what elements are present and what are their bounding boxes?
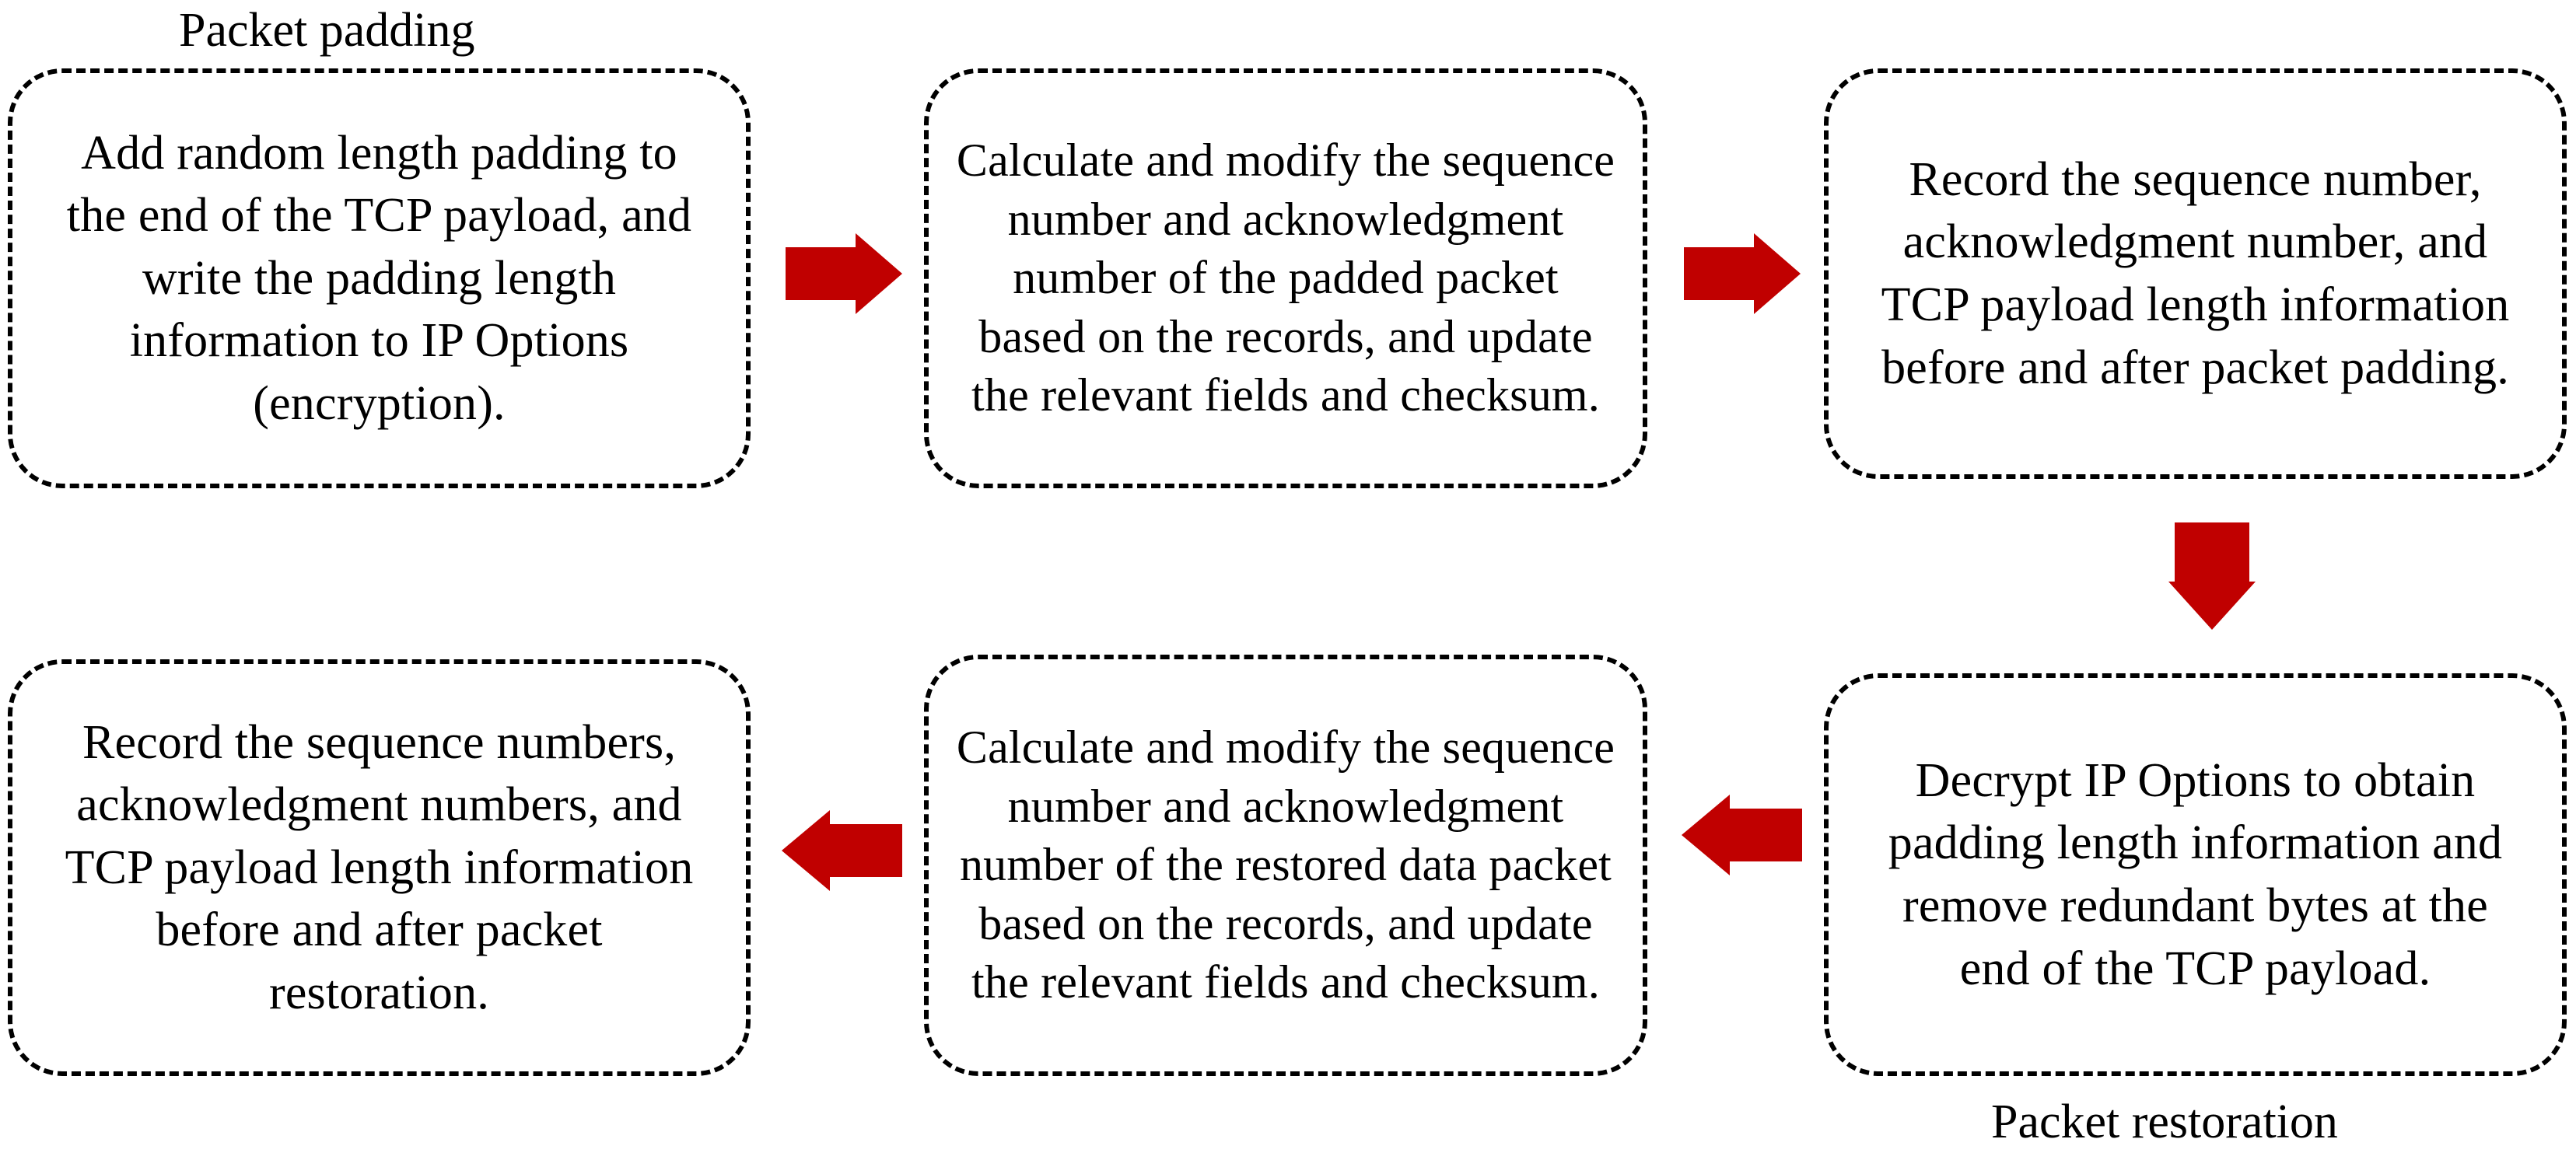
process-node-text: Add random length padding to the end of … — [66, 126, 692, 430]
arrow-right-icon — [786, 233, 902, 314]
arrow-head — [782, 810, 830, 891]
arrow-head — [1682, 795, 1730, 875]
process-node-modify-padded-packet[interactable]: Calculate and modify the sequence number… — [924, 68, 1647, 488]
arrow-head — [856, 233, 902, 314]
process-node-modify-restored-packet[interactable]: Calculate and modify the sequence number… — [924, 655, 1647, 1076]
arrow-head — [1754, 233, 1801, 314]
arrow-shaft — [1730, 809, 1802, 861]
process-node-add-padding[interactable]: Add random length padding to the end of … — [8, 68, 751, 488]
section-caption-packet-restoration: Packet restoration — [1991, 1095, 2338, 1148]
arrow-shaft — [2175, 522, 2249, 582]
process-node-text: Calculate and modify the sequence number… — [956, 722, 1615, 1008]
process-node-text: Record the sequence numbers, acknowledgm… — [65, 715, 694, 1019]
arrow-shaft — [830, 824, 902, 877]
process-node-decrypt-ip-options[interactable]: Decrypt IP Options to obtain padding len… — [1824, 673, 2567, 1076]
section-caption-packet-padding: Packet padding — [179, 4, 475, 57]
arrow-shaft — [786, 247, 856, 300]
arrow-left-icon — [1682, 795, 1802, 875]
process-node-record-before-after-restoration[interactable]: Record the sequence numbers, acknowledgm… — [8, 659, 751, 1076]
arrow-head — [2168, 582, 2256, 630]
arrow-left-icon — [782, 810, 902, 891]
arrow-right-icon — [1684, 233, 1801, 314]
process-node-text: Decrypt IP Options to obtain padding len… — [1888, 753, 2503, 995]
arrow-shaft — [1684, 247, 1754, 300]
process-node-record-before-after-padding[interactable]: Record the sequence number, acknowledgme… — [1824, 68, 2567, 479]
arrow-down-icon — [2168, 522, 2256, 630]
process-node-text: Record the sequence number, acknowledgme… — [1881, 152, 2510, 394]
process-node-text: Calculate and modify the sequence number… — [956, 135, 1615, 421]
